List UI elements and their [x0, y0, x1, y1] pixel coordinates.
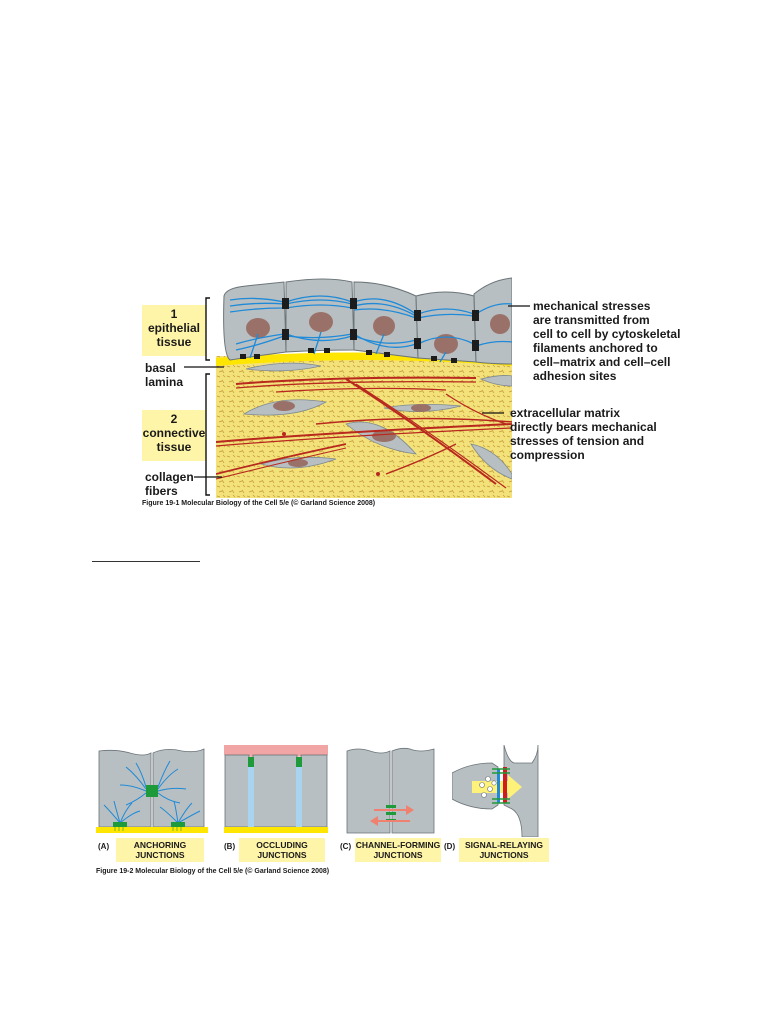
connective-number: 2	[170, 412, 178, 426]
fibroblast-nucleus	[273, 401, 295, 411]
hemidesmosome	[113, 822, 127, 827]
cell-nucleus	[434, 334, 458, 354]
gap-junction	[386, 805, 396, 808]
cytoskeletal-filaments	[229, 295, 512, 363]
tissue-illustration	[216, 277, 512, 498]
fibroblast-nucleus	[288, 459, 308, 467]
receptor-red	[503, 767, 507, 803]
mechanical-stresses-text: mechanical stresses are transmitted from…	[533, 299, 681, 383]
panel-b-letter: (B)	[224, 842, 236, 851]
epithelial-line2: tissue	[156, 335, 192, 349]
lumen-surface	[224, 745, 328, 757]
cell-left	[98, 749, 152, 828]
cell-nucleus	[309, 312, 333, 332]
gap-junction	[386, 812, 396, 815]
adhesion-proteins	[492, 768, 510, 804]
membrane-blue	[497, 769, 500, 803]
cell-junctions	[240, 298, 479, 363]
connective-line1: connective	[142, 426, 206, 440]
epithelial-number: 1	[170, 307, 178, 321]
collagen-fiber-group	[216, 362, 512, 489]
signal-arrow-head	[508, 775, 522, 799]
fibroblast	[245, 362, 322, 372]
figure-19-2-caption: Figure 19-2 Molecular Biology of the Cel…	[96, 868, 330, 875]
extracellular-matrix-text: extracellular matrix directly bears mech…	[510, 406, 657, 462]
basal-lamina	[96, 827, 208, 833]
cell-left	[346, 748, 391, 834]
channel-forming-junction-panel	[346, 747, 435, 834]
epithelial-cell-row	[223, 277, 512, 365]
panel-c-letter: (C)	[340, 842, 352, 851]
hemidesmosome	[171, 822, 185, 827]
basal-lamina-label: basal lamina	[145, 361, 184, 389]
anchoring-junction-panel	[96, 748, 208, 833]
synaptic-vesicles	[479, 776, 497, 798]
epithelial-tissue-label: 1 epithelial tissue	[142, 305, 206, 356]
exchange-arrow	[374, 805, 414, 815]
postsynaptic-cell	[503, 745, 539, 837]
intercellular-space	[296, 767, 302, 827]
intercellular-space	[248, 767, 254, 827]
signal-relaying-junction-panel	[452, 745, 539, 837]
figure-19-1-caption: Figure 19-1 Molecular Biology of the Cel…	[142, 500, 376, 507]
epithelial-bracket	[205, 297, 210, 361]
epithelial-line1: epithelial	[147, 321, 200, 335]
fibroblast-nucleus	[411, 404, 431, 412]
exchange-arrow	[370, 816, 410, 826]
cell-left	[224, 754, 250, 828]
tight-junction	[296, 757, 302, 767]
cell-right	[391, 747, 435, 834]
connective-tissue-label: 2 connective tissue	[142, 410, 206, 461]
occluding-junction-panel	[224, 745, 328, 833]
panel-d-letter: (D)	[444, 842, 456, 851]
cell-nucleus	[246, 318, 270, 338]
anchoring-junction	[146, 785, 158, 797]
connective-line2: tissue	[156, 440, 192, 454]
right-leaders	[482, 305, 530, 414]
fibroblast	[470, 443, 512, 480]
tight-junction	[248, 757, 254, 767]
fibroblast-nucleus	[372, 430, 396, 442]
fibroblast	[479, 375, 512, 387]
cell-right	[300, 754, 328, 828]
connective-bracket	[205, 373, 210, 496]
basal-lamina	[224, 827, 328, 833]
section-divider	[92, 561, 200, 562]
collagen-fibers-label: collagen fibers	[145, 470, 194, 498]
brackets-and-leaders	[184, 297, 224, 496]
cell-nucleus	[373, 316, 395, 336]
cell-nucleus	[490, 314, 510, 334]
cell-middle	[252, 754, 298, 828]
panel-a-letter: (A)	[98, 842, 110, 851]
